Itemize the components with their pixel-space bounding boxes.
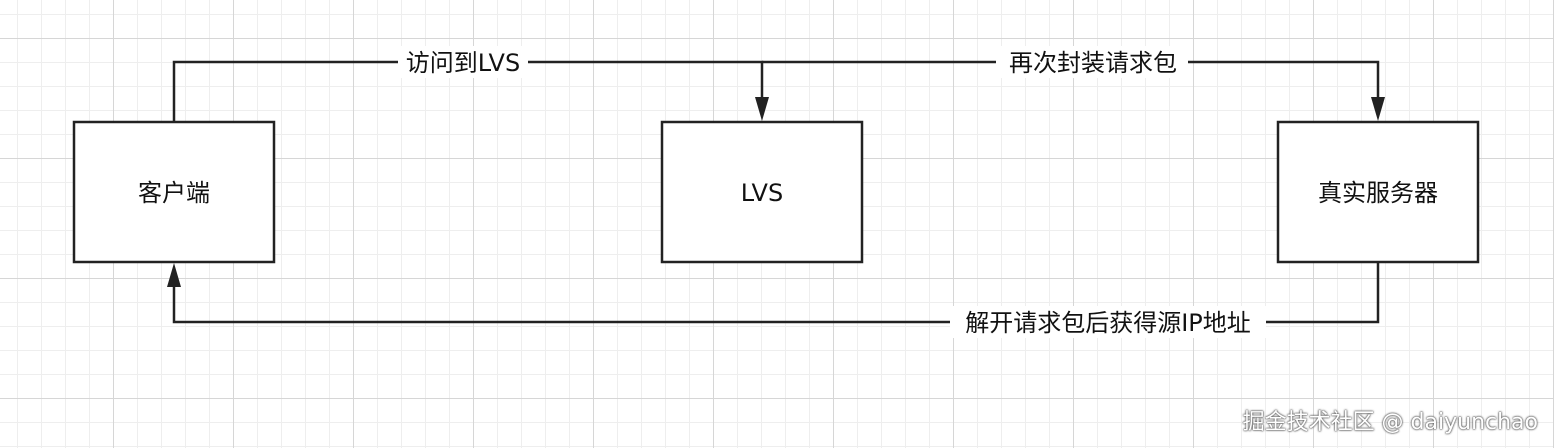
edge-label-client-to-lvs: 访问到LVS	[406, 49, 520, 77]
node-client[interactable]: 客户端	[72, 120, 276, 264]
node-real-server-label: 真实服务器	[1318, 179, 1438, 207]
edge-lvs-to-real-server	[762, 60, 1385, 121]
edge-label-client-to-lvs-group: 访问到LVS	[398, 46, 528, 78]
edge-real-server-to-client	[167, 262, 1380, 324]
node-lvs[interactable]: LVS	[660, 120, 864, 264]
node-client-label: 客户端	[138, 179, 210, 207]
edge-label-real-server-to-client-group: 解开请求包后获得源IP地址	[950, 306, 1266, 338]
watermark-text: 掘金技术社区 @ daiyunchao	[1242, 410, 1538, 435]
edge-label-real-server-to-client: 解开请求包后获得源IP地址	[965, 309, 1251, 337]
node-lvs-label: LVS	[741, 179, 783, 207]
node-real-server[interactable]: 真实服务器	[1276, 120, 1480, 264]
edge-label-lvs-to-real-server: 再次封装请求包	[1009, 49, 1177, 77]
edge-label-lvs-to-real-server-group: 再次封装请求包	[996, 46, 1188, 78]
